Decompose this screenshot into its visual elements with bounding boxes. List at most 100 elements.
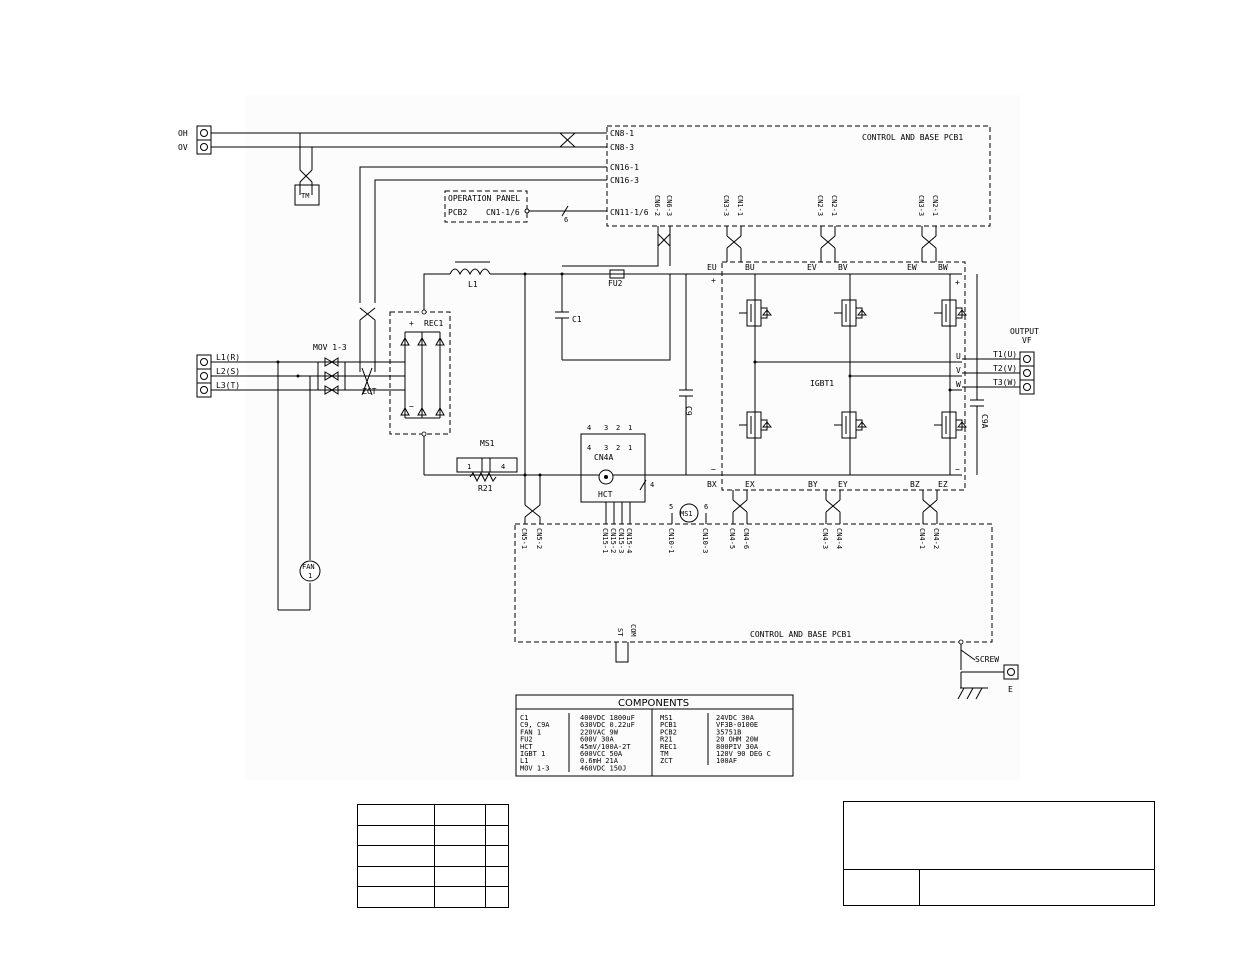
svg-text:C9: C9 — [684, 406, 693, 416]
mov-varistors — [317, 357, 346, 395]
top-pcb-connector-label: CN3-3 — [917, 195, 925, 216]
component-rating: 220VAC 9W — [580, 728, 619, 736]
svg-text:U: U — [956, 352, 961, 361]
svg-text:OPERATION PANEL: OPERATION PANEL — [448, 194, 520, 203]
twisted-pair — [820, 235, 836, 249]
top-pcb-connector-label: CN1-1 — [736, 195, 744, 216]
component-name: FU2 — [520, 736, 533, 744]
hct-pin-label-inner: 2 — [616, 444, 620, 452]
component-name: PCB1 — [660, 721, 677, 729]
thermal-terminals: OH OV TM — [178, 125, 607, 206]
component-rating: 35751B — [716, 728, 741, 736]
hct-pin-label-top: 4 — [587, 424, 591, 432]
svg-text:HCT: HCT — [598, 490, 613, 499]
component-name: FAN 1 — [520, 728, 541, 736]
svg-text:ZCT: ZCT — [362, 387, 377, 396]
twisted-pair — [732, 490, 748, 524]
svg-text:E: E — [1008, 685, 1013, 694]
component-name: L1 — [520, 757, 528, 765]
bottom-pcb-connector-label: CN15-3 — [617, 528, 625, 553]
twisted-pair — [921, 235, 937, 249]
svg-text:4: 4 — [650, 481, 654, 489]
output-terminals: OUTPUT VF T1(U) T2(V) T3(W) — [962, 327, 1039, 395]
freewheel-diode — [956, 307, 968, 319]
igbt-gate — [934, 416, 947, 434]
component-rating: 600V 30A — [580, 736, 615, 744]
svg-text:CN8-1: CN8-1 — [610, 129, 634, 138]
svg-text:VF: VF — [1022, 336, 1032, 345]
component-rating: 600VCC 50A — [580, 750, 623, 758]
hct-pin-label-inner: 1 — [628, 444, 632, 452]
svg-text:CONTROL AND BASE PCB1: CONTROL AND BASE PCB1 — [750, 630, 851, 639]
component-rating: 120V 90 DEG C — [716, 750, 771, 758]
svg-text:FAN: FAN — [302, 563, 315, 571]
cn16-wires — [359, 166, 607, 372]
bottom-pcb-connector-label: CN10-1 — [667, 528, 675, 553]
bottom-pcb-connector-label: CN4-5 — [728, 528, 736, 549]
svg-text:−: − — [409, 402, 414, 411]
control-pcb-top: CONTROL AND BASE PCB1 CN8-1 CN8-3 CN16-1… — [606, 125, 991, 262]
svg-text:OUTPUT: OUTPUT — [1010, 327, 1039, 336]
igbt-gate-label: BX — [707, 480, 717, 489]
operation-panel: OPERATION PANEL PCB2 CN1-1/6 6 — [444, 190, 607, 224]
component-rating: 0.6mH 21A — [580, 757, 619, 765]
svg-text:L1: L1 — [468, 280, 478, 289]
revision-table — [357, 804, 509, 908]
svg-text:ST: ST — [616, 628, 624, 637]
fan-circuit: FAN 1 — [277, 362, 321, 611]
rectifier-rec1: REC1 + − — [389, 309, 451, 437]
twisted-pair — [825, 490, 841, 524]
top-pcb-connector-label: CN6-2 — [653, 195, 661, 216]
igbt-gate-label: EW — [907, 263, 917, 272]
svg-text:1: 1 — [467, 463, 471, 471]
bottom-pcb-connector-label: CN4-3 — [821, 528, 829, 549]
component-name: R21 — [660, 736, 673, 744]
svg-text:PCB2: PCB2 — [448, 208, 467, 217]
svg-text:L3(T): L3(T) — [216, 381, 240, 390]
svg-text:CN4A: CN4A — [594, 453, 613, 462]
igbt-gate-label: EU — [707, 263, 717, 272]
ms1-coil: MS1 5 6 — [669, 503, 708, 524]
component-name: MOV 1-3 — [520, 764, 550, 772]
component-rating: 20 OHM 20W — [716, 736, 759, 744]
igbt-gate-label: BV — [838, 263, 848, 272]
svg-text:FU2: FU2 — [608, 279, 623, 288]
hct-pin-label-inner: 4 — [587, 444, 591, 452]
svg-text:L1(R): L1(R) — [216, 353, 240, 362]
igbt-gate-label: EV — [807, 263, 817, 272]
top-pcb-connector-label: CN2-1 — [931, 195, 939, 216]
svg-text:−: − — [955, 465, 960, 474]
bottom-pcb-connector-label: CN15-2 — [609, 528, 617, 553]
bottom-pcb-connector-label: CN4-4 — [835, 528, 843, 549]
bottom-pcb-connector-label: CN4-2 — [932, 528, 940, 549]
component-name: C9, C9A — [520, 721, 550, 729]
igbt-gate-label: EZ — [938, 480, 948, 489]
top-pcb-connector-label: CN6-3 — [665, 195, 673, 216]
freewheel-diode — [761, 307, 773, 319]
top-pcb-connector-label: CN2-3 — [816, 195, 824, 216]
svg-text:CN8-3: CN8-3 — [610, 143, 634, 152]
svg-text:V: V — [956, 366, 961, 375]
svg-text:+: + — [711, 276, 716, 285]
twisted-pair — [922, 490, 938, 524]
component-name: IGBT 1 — [520, 750, 545, 758]
svg-text:COM: COM — [629, 624, 637, 637]
svg-text:C1: C1 — [572, 315, 582, 324]
title-block — [843, 801, 1155, 906]
igbt-legs — [739, 274, 968, 475]
svg-text:L2(S): L2(S) — [216, 367, 240, 376]
svg-text:MS1: MS1 — [680, 510, 693, 518]
svg-text:TM: TM — [301, 192, 309, 200]
igbt-gate-label: BY — [808, 480, 818, 489]
svg-text:SCREW: SCREW — [975, 655, 999, 664]
component-name: HCT — [520, 743, 533, 751]
junction-dot — [948, 388, 952, 392]
igbt-gate-label: EX — [745, 480, 755, 489]
bottom-pcb-connector-label: CN4-1 — [918, 528, 926, 549]
